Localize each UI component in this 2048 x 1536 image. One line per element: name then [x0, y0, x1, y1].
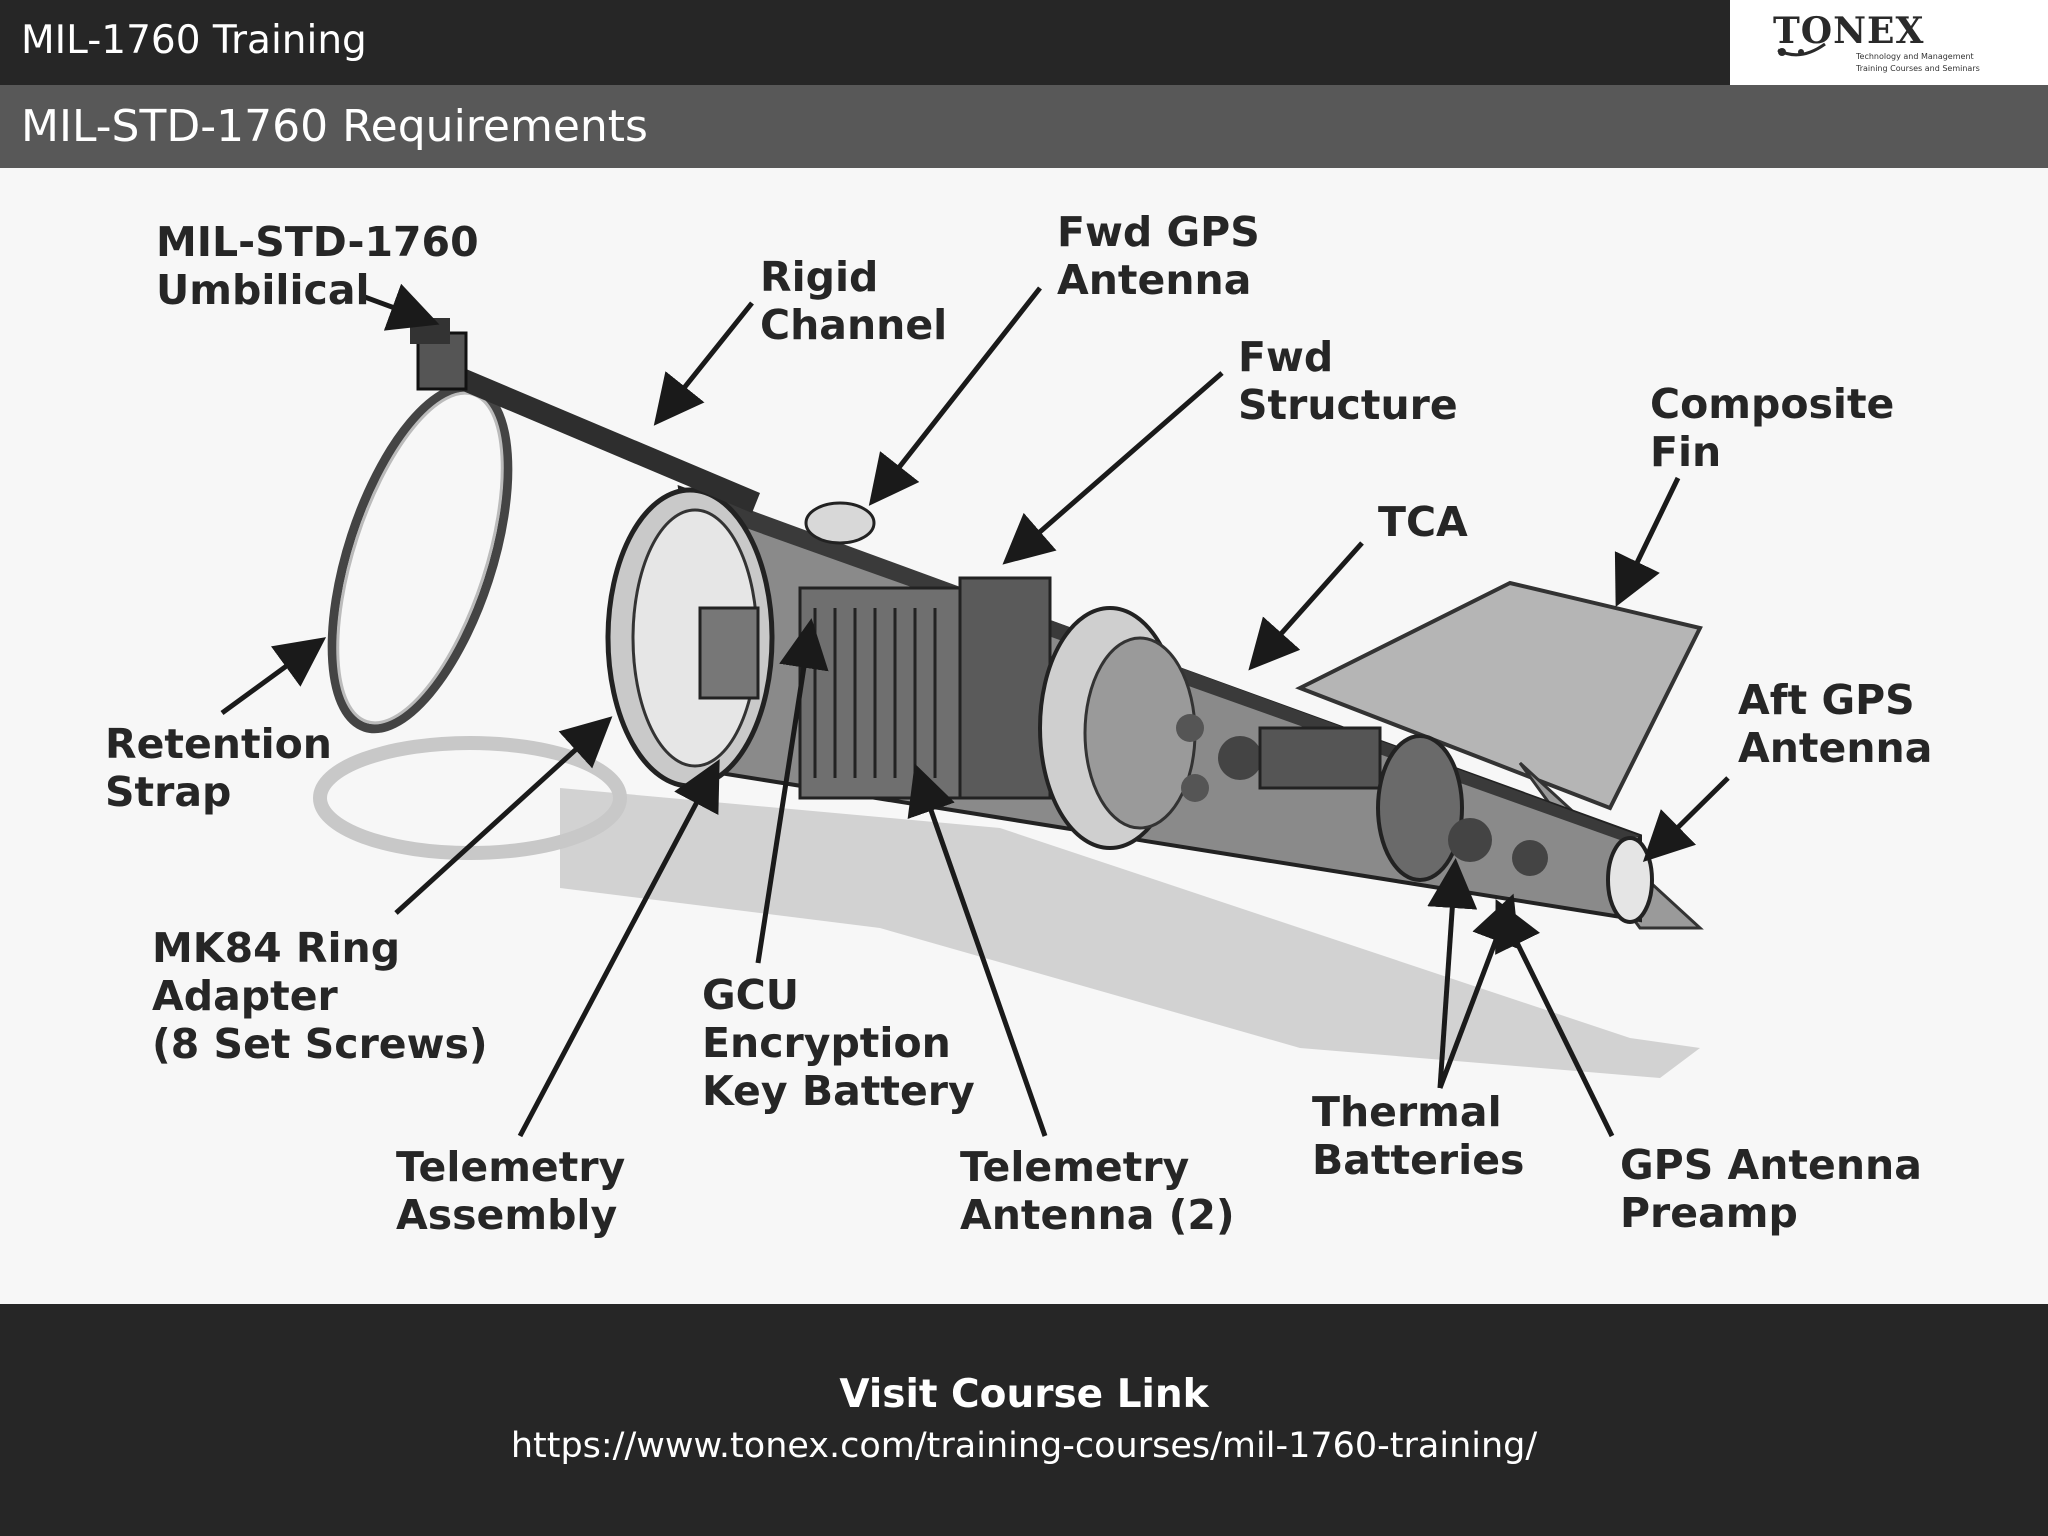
rigid-channel-shape: [410, 318, 760, 513]
tail-kit-body: [605, 484, 1654, 924]
logo-tagline-line2: Training Courses and Seminars: [1856, 64, 1980, 73]
ground-shadow: [313, 736, 1700, 1078]
footer-bar: Visit Course Link https://www.tonex.com/…: [0, 1304, 2048, 1536]
logo-swoosh-icon: [1777, 42, 1826, 57]
diagram-illustration: [220, 283, 1730, 1138]
tonex-logo[interactable]: TONEX Technology and Management Training…: [1730, 0, 2048, 85]
logo-tagline-line1: Technology and Management: [1856, 52, 1974, 61]
course-link-heading: Visit Course Link: [839, 1372, 1209, 1417]
course-title: MIL-1760 Training: [21, 18, 367, 63]
retention-strap-shape: [327, 382, 513, 734]
course-link-url[interactable]: https://www.tonex.com/training-courses/m…: [510, 1426, 1538, 1466]
slide-title-bar: MIL-STD-1760 Requirements: [0, 85, 2048, 168]
leader-arrows: [220, 283, 1730, 1138]
top-header-bar: MIL-1760 Training: [0, 0, 1730, 85]
composite-fin-shape: [1295, 580, 1703, 811]
slide-title: MIL-STD-1760 Requirements: [21, 101, 648, 152]
logo-wordmark: TONEX: [1773, 10, 1925, 52]
label-tca: TCA: [1378, 498, 1468, 546]
